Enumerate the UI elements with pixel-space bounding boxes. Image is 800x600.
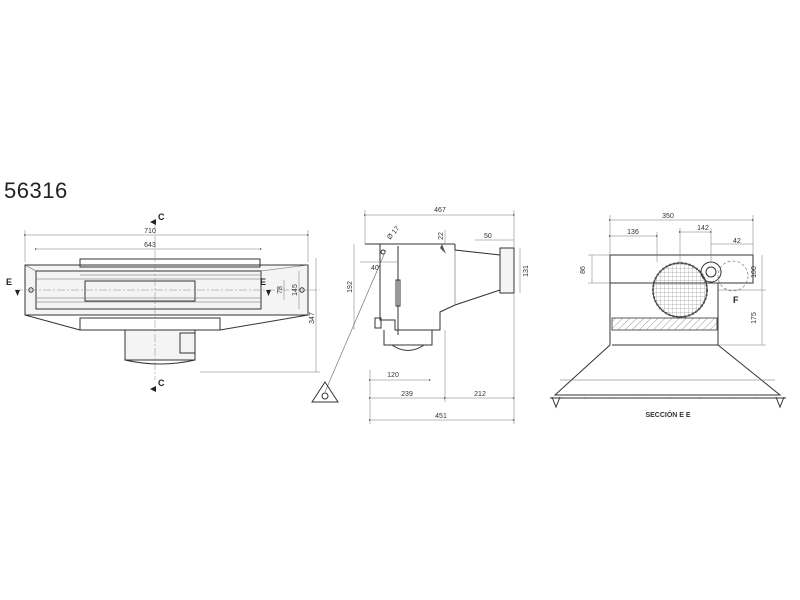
dim-710: 710 (144, 228, 156, 235)
dim-192: 192 (347, 281, 354, 293)
dim-40: 40 (371, 265, 379, 272)
foot-icon (775, 396, 785, 409)
dim-347: 347 (309, 312, 316, 324)
dim-50: 50 (484, 233, 492, 240)
dim-22: 22 (438, 232, 445, 240)
dim-131: 131 (523, 265, 530, 277)
dim-142: 142 (697, 225, 709, 232)
side-weir-flap (395, 279, 401, 307)
section-marker-e-left: E (6, 277, 12, 287)
front-view: 710 643 145 78 347 C C E E (6, 212, 320, 392)
dim-120: 120 (387, 372, 399, 379)
dim-145: 145 (292, 284, 299, 296)
dim-239: 239 (401, 391, 413, 398)
section-hatched-plate (611, 317, 718, 331)
dim-467: 467 (434, 207, 446, 214)
section-marker-c-bottom: C (158, 378, 165, 388)
dim-86: 86 (580, 266, 587, 274)
front-weir (84, 280, 196, 302)
section-view: 350 136 142 42 86 100 175 F SECCIÓN E E (550, 213, 786, 419)
triangle-marker-icon (311, 381, 339, 403)
side-outlet-flange (499, 247, 515, 294)
foot-icon (551, 396, 561, 409)
dim-643: 643 (144, 242, 156, 249)
dim-100: 100 (751, 266, 758, 278)
section-marker-c-top: C (158, 212, 165, 222)
product-code: 56316 (4, 178, 68, 203)
section-marker-e-right: E (260, 277, 266, 287)
dim-212: 212 (474, 391, 486, 398)
label-f: F (733, 295, 739, 305)
dim-451: 451 (435, 413, 447, 420)
dim-diameter: Ø 17 (386, 225, 401, 241)
front-body (124, 329, 196, 361)
dim-78: 78 (277, 286, 284, 294)
port-icon (700, 261, 722, 283)
dim-42: 42 (733, 238, 741, 245)
dim-136: 136 (627, 229, 639, 236)
section-caption: SECCIÓN E E (645, 410, 690, 419)
side-view: 467 Ø 17 22 50 40 192 131 120 239 212 45… (311, 207, 530, 424)
dim-175: 175 (751, 312, 758, 324)
dim-350: 350 (662, 213, 674, 220)
